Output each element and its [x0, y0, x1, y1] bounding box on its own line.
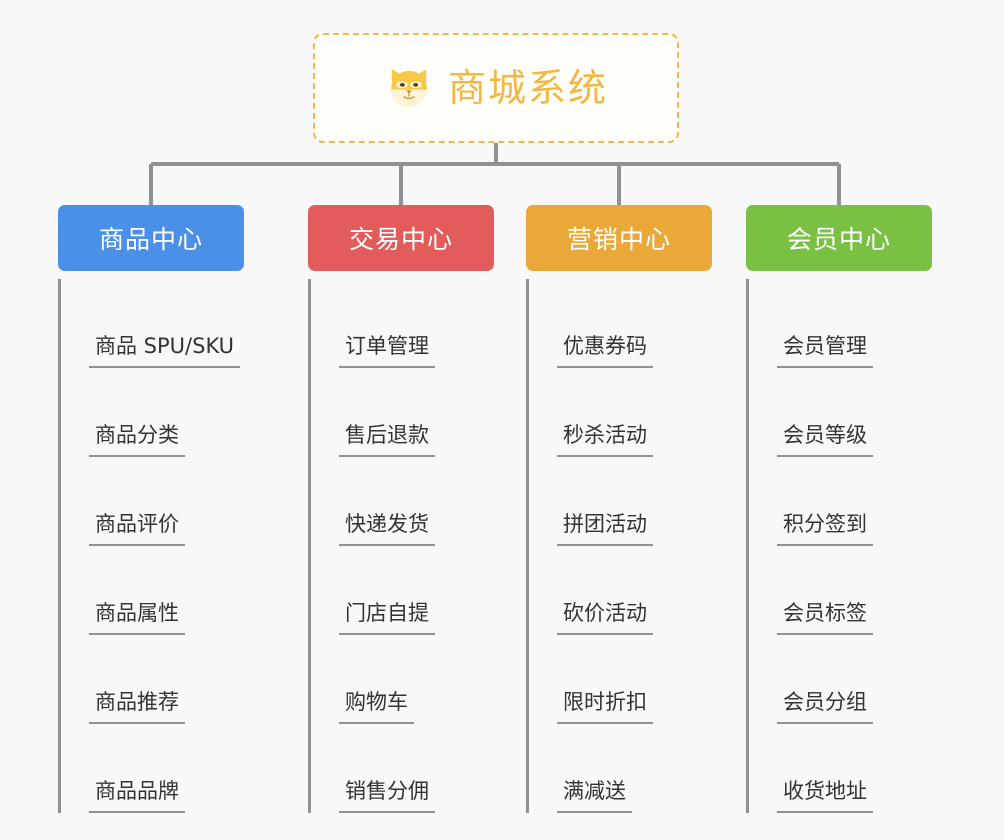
leaf-list-trade: 订单管理 售后退款 快递发货 门店自提 购物车 销售分佣: [308, 279, 494, 813]
leaf-label: 商品推荐: [89, 692, 185, 724]
leaf-label: 限时折扣: [557, 692, 653, 724]
leaf-label: 门店自提: [339, 603, 435, 635]
leaf-label: 售后退款: [339, 425, 435, 457]
category-label: 交易中心: [348, 225, 453, 254]
list-item[interactable]: 拼团活动: [529, 457, 712, 546]
list-item[interactable]: 商品分类: [61, 368, 244, 457]
category-header-marketing[interactable]: 营销中心: [526, 205, 712, 271]
leaf-label: 收货地址: [777, 781, 873, 813]
leaf-label: 秒杀活动: [557, 425, 653, 457]
list-item[interactable]: 收货地址: [749, 724, 932, 813]
category-column-trade: 交易中心 订单管理 售后退款 快递发货 门店自提 购物车 销售分佣: [308, 205, 494, 813]
list-item[interactable]: 售后退款: [311, 368, 494, 457]
leaf-label: 订单管理: [339, 336, 435, 368]
shiba-dog-face-icon: [391, 69, 427, 108]
leaf-list-marketing: 优惠券码 秒杀活动 拼团活动 砍价活动 限时折扣 满减送: [526, 279, 712, 813]
list-item[interactable]: 商品 SPU/SKU: [61, 279, 244, 368]
leaf-label: 拼团活动: [557, 514, 653, 546]
list-item[interactable]: 会员管理: [749, 279, 932, 368]
root-node-label: 商城系统: [447, 66, 608, 110]
list-item[interactable]: 商品属性: [61, 546, 244, 635]
leaf-list-goods: 商品 SPU/SKU 商品分类 商品评价 商品属性 商品推荐 商品品牌: [58, 279, 244, 813]
list-item[interactable]: 积分签到: [749, 457, 932, 546]
leaf-label: 会员等级: [777, 425, 873, 457]
leaf-label: 商品评价: [89, 514, 185, 546]
list-item[interactable]: 秒杀活动: [529, 368, 712, 457]
list-item[interactable]: 门店自提: [311, 546, 494, 635]
leaf-label: 销售分佣: [339, 781, 435, 813]
leaf-label: 会员管理: [777, 336, 873, 368]
list-item[interactable]: 会员标签: [749, 546, 932, 635]
leaf-label: 满减送: [557, 781, 632, 813]
list-item[interactable]: 优惠券码: [529, 279, 712, 368]
list-item[interactable]: 销售分佣: [311, 724, 494, 813]
list-item[interactable]: 限时折扣: [529, 635, 712, 724]
list-item[interactable]: 购物车: [311, 635, 494, 724]
category-header-trade[interactable]: 交易中心: [308, 205, 494, 271]
leaf-label: 积分签到: [777, 514, 873, 546]
leaf-label: 快递发货: [339, 514, 435, 546]
leaf-label: 会员标签: [777, 603, 873, 635]
category-column-goods: 商品中心 商品 SPU/SKU 商品分类 商品评价 商品属性 商品推荐 商品品牌: [58, 205, 244, 813]
leaf-label: 商品属性: [89, 603, 185, 635]
list-item[interactable]: 会员分组: [749, 635, 932, 724]
category-label: 商品中心: [98, 225, 203, 254]
category-header-goods[interactable]: 商品中心: [58, 205, 244, 271]
list-item[interactable]: 满减送: [529, 724, 712, 813]
leaf-label: 商品品牌: [89, 781, 185, 813]
list-item[interactable]: 会员等级: [749, 368, 932, 457]
leaf-label: 会员分组: [777, 692, 873, 724]
leaf-label: 砍价活动: [557, 603, 653, 635]
category-label: 营销中心: [566, 225, 671, 254]
leaf-label: 商品分类: [89, 425, 185, 457]
list-item[interactable]: 商品推荐: [61, 635, 244, 724]
leaf-label: 商品 SPU/SKU: [89, 336, 241, 368]
category-header-member[interactable]: 会员中心: [746, 205, 932, 271]
list-item[interactable]: 订单管理: [311, 279, 494, 368]
list-item[interactable]: 砍价活动: [529, 546, 712, 635]
root-node-shop-system[interactable]: 商城系统: [313, 33, 679, 143]
list-item[interactable]: 商品评价: [61, 457, 244, 546]
leaf-label: 优惠券码: [557, 336, 653, 368]
list-item[interactable]: 商品品牌: [61, 724, 244, 813]
list-item[interactable]: 快递发货: [311, 457, 494, 546]
category-label: 会员中心: [786, 225, 891, 254]
category-column-member: 会员中心 会员管理 会员等级 积分签到 会员标签 会员分组 收货地址: [746, 205, 932, 813]
category-column-marketing: 营销中心 优惠券码 秒杀活动 拼团活动 砍价活动 限时折扣 满减送: [526, 205, 712, 813]
leaf-list-member: 会员管理 会员等级 积分签到 会员标签 会员分组 收货地址: [746, 279, 932, 813]
leaf-label: 购物车: [339, 692, 414, 724]
